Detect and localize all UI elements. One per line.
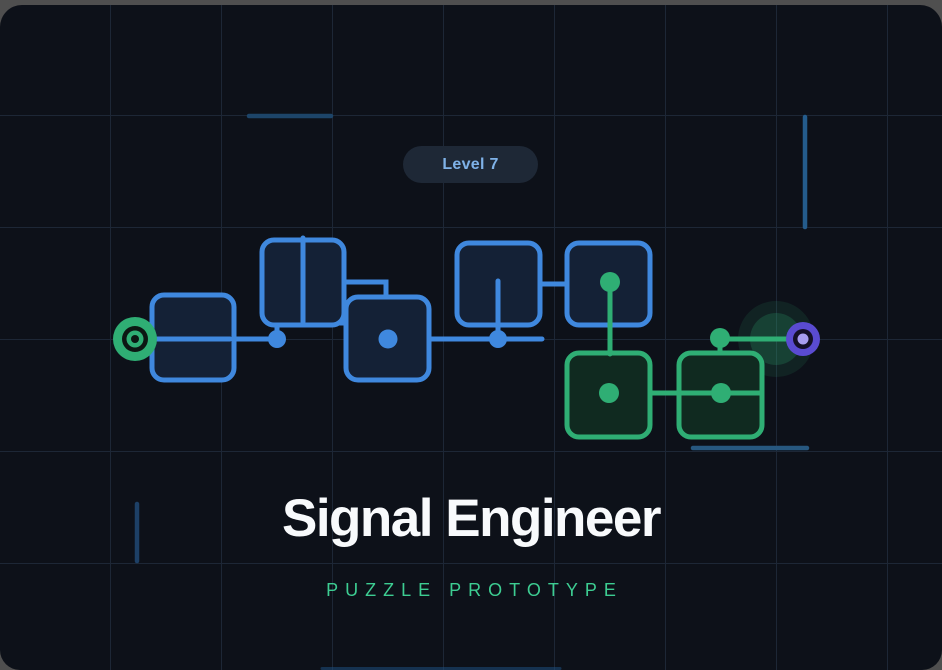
source-node[interactable] bbox=[113, 317, 157, 361]
game-title: Signal Engineer bbox=[281, 489, 662, 548]
level-badge[interactable]: Level 7 bbox=[403, 146, 538, 183]
junction-dot[interactable] bbox=[600, 272, 620, 292]
target-node[interactable] bbox=[786, 322, 820, 356]
junction-dot[interactable] bbox=[710, 328, 730, 348]
junction-dot[interactable] bbox=[711, 383, 731, 403]
source-core bbox=[131, 335, 139, 343]
level-badge-label: Level 7 bbox=[442, 155, 499, 173]
blue-wires-over bbox=[154, 239, 501, 342]
game-window: Level 7 Signal Engineer PUZZLE PROTOTYPE bbox=[0, 5, 942, 670]
wire bbox=[341, 279, 389, 302]
junction-dot[interactable] bbox=[268, 330, 286, 348]
game-subtitle: PUZZLE PROTOTYPE bbox=[326, 580, 623, 600]
target-core bbox=[797, 333, 809, 345]
junction-dot[interactable] bbox=[489, 330, 507, 348]
junction-dot[interactable] bbox=[599, 383, 619, 403]
junction-dot[interactable] bbox=[378, 329, 398, 349]
junction-dots bbox=[268, 272, 731, 403]
decorative-accent-lines bbox=[134, 113, 810, 670]
game-splash-screen: Level 7 Signal Engineer PUZZLE PROTOTYPE bbox=[0, 5, 942, 670]
circuit-diagram bbox=[113, 113, 820, 670]
